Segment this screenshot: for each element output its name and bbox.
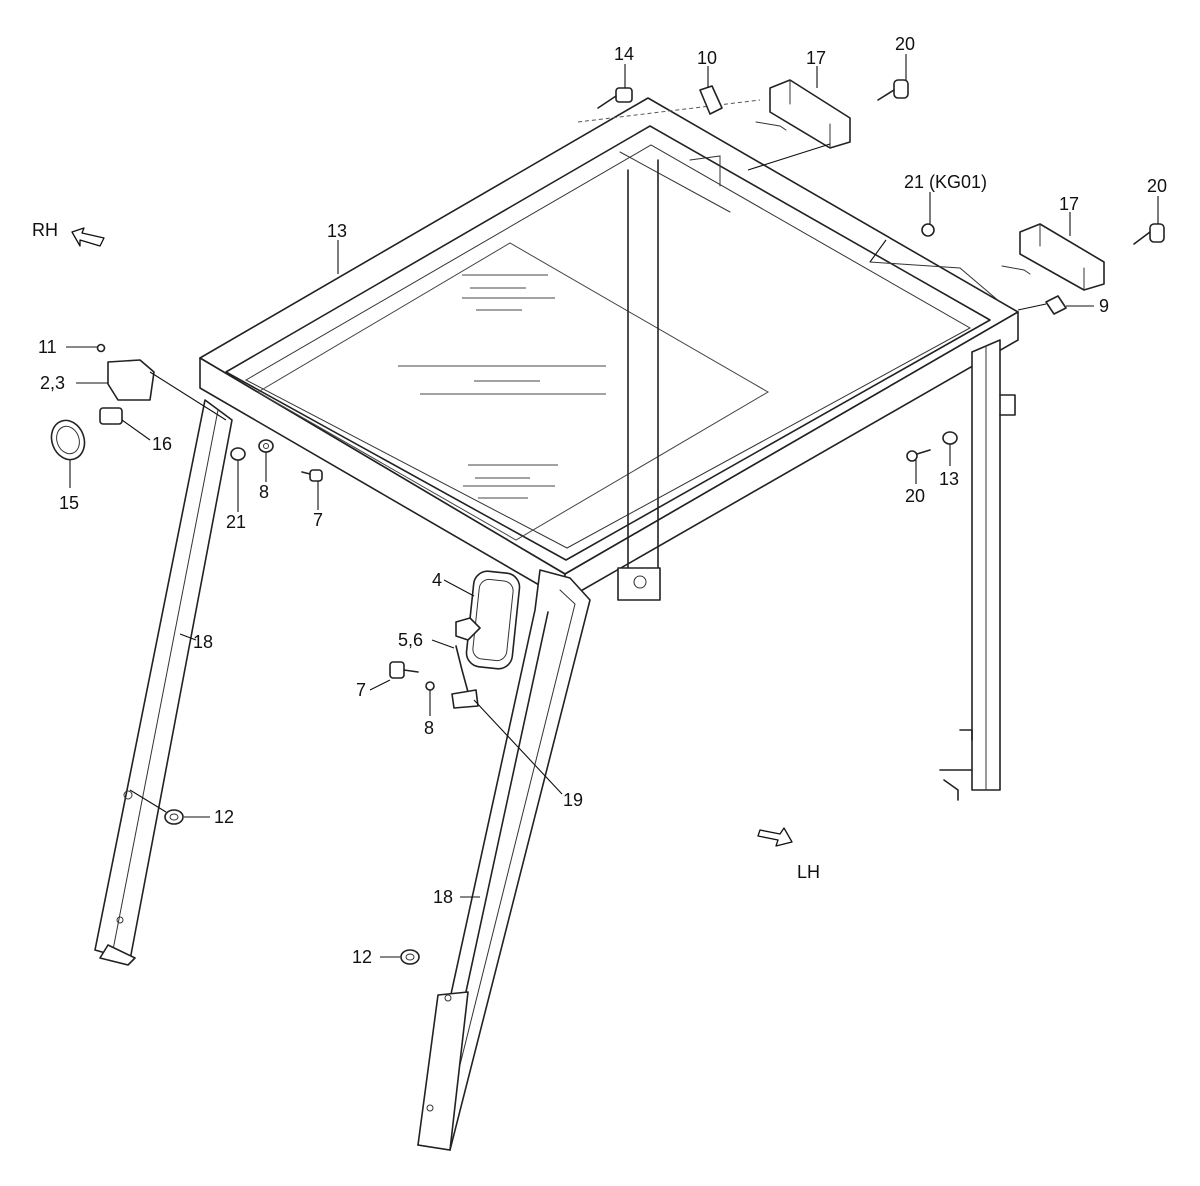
rh-direction-label: RH	[32, 220, 58, 240]
rh-corner-hardware	[230, 439, 323, 482]
callout-7-lower: 7	[356, 680, 366, 700]
marker-lamp-lower	[1001, 223, 1105, 291]
callout-4: 4	[432, 570, 442, 590]
work-light-assembly	[50, 343, 155, 461]
callout-17-upper: 17	[806, 48, 826, 68]
callout-20-upper: 20	[895, 34, 915, 54]
callout-labels: 14 10 17 20 21 (KG01) 17 20 9 13 11 2,3 …	[32, 34, 1167, 967]
clip-10	[699, 85, 723, 115]
callout-13-roof: 13	[327, 221, 347, 241]
bolt-14	[597, 87, 633, 109]
callout-7-upper: 7	[313, 510, 323, 530]
nut-21-kg01	[921, 223, 935, 237]
callout-21-kg01: 21 (KG01)	[904, 172, 987, 192]
lh-front-pillar	[417, 569, 591, 1151]
callout-21: 21	[226, 512, 246, 532]
nut-12-upper	[164, 809, 184, 825]
screw-20-upper	[877, 79, 909, 101]
callout-12-lower: 12	[352, 947, 372, 967]
lh-direction-label: LH	[797, 862, 820, 882]
callout-17-lower: 17	[1059, 194, 1079, 214]
callout-5-6: 5,6	[398, 630, 423, 650]
mirror-bracket	[451, 617, 481, 709]
callout-18-lh: 18	[433, 887, 453, 907]
callout-11: 11	[38, 337, 57, 357]
rear-post-hardware	[906, 431, 958, 462]
nut-12-lower	[400, 949, 420, 965]
callout-19: 19	[563, 790, 583, 810]
callout-16: 16	[152, 434, 172, 454]
screw-20-lower	[1133, 223, 1165, 245]
callout-18-rh: 18	[193, 632, 213, 652]
callout-15: 15	[59, 493, 79, 513]
callout-20-lower: 20	[1147, 176, 1167, 196]
rh-front-pillar	[94, 399, 233, 966]
callout-10: 10	[697, 48, 717, 68]
callout-12-upper: 12	[214, 807, 234, 827]
callout-2-3: 2,3	[40, 373, 65, 393]
mirror-bolt	[389, 661, 435, 691]
rh-direction-arrow-icon	[71, 227, 105, 247]
callout-8-lower: 8	[424, 718, 434, 738]
side-mirror	[465, 570, 521, 670]
callout-8-upper: 8	[259, 482, 269, 502]
callout-14: 14	[614, 44, 634, 64]
marker-lamp-upper	[755, 79, 851, 149]
rear-center-post	[617, 159, 661, 601]
clip-9	[1045, 295, 1067, 315]
callout-13-post: 13	[939, 469, 959, 489]
leader-lines	[66, 54, 1159, 958]
callout-20-post: 20	[905, 486, 925, 506]
callout-9: 9	[1099, 296, 1109, 316]
lh-direction-arrow-icon	[757, 827, 793, 847]
lh-rear-post	[939, 339, 1016, 801]
